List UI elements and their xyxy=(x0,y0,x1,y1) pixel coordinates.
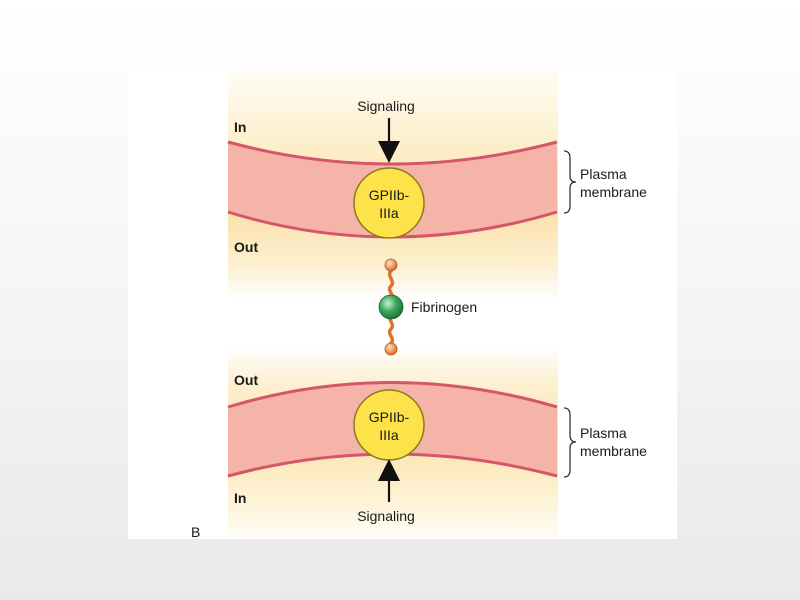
bottom-outside-label: Out xyxy=(234,372,258,388)
fibrinogen-top-end xyxy=(384,258,398,272)
top-receptor-line2: IIIa xyxy=(379,205,399,221)
fibrinogen-bottom-end xyxy=(384,342,398,356)
top-membrane-brace xyxy=(563,150,577,214)
fibrinogen-molecule xyxy=(378,258,404,356)
top-receptor-line1: GPIIb- xyxy=(369,187,410,203)
bottom-receptor-line2: IIIa xyxy=(379,427,399,443)
bottom-gpiib-iiia-receptor xyxy=(353,389,425,461)
top-brace-line2: membrane xyxy=(580,184,647,200)
bottom-brace-line2: membrane xyxy=(580,443,647,459)
fibrinogen-label: Fibrinogen xyxy=(411,299,477,315)
top-outside-label: Out xyxy=(234,239,258,255)
bottom-membrane-brace xyxy=(563,407,577,478)
bottom-receptor-line1: GPIIb- xyxy=(369,409,410,425)
bottom-signaling-label: Signaling xyxy=(357,508,415,524)
top-inside-label: In xyxy=(234,119,246,135)
bottom-inside-label: In xyxy=(234,490,246,506)
panel-letter: B xyxy=(191,524,200,540)
bottom-brace-line1: Plasma xyxy=(580,425,627,441)
fibrinogen-core xyxy=(378,294,404,320)
top-brace-line1: Plasma xyxy=(580,166,627,182)
top-gpiib-iiia-receptor xyxy=(353,167,425,239)
top-signaling-label: Signaling xyxy=(357,98,415,114)
